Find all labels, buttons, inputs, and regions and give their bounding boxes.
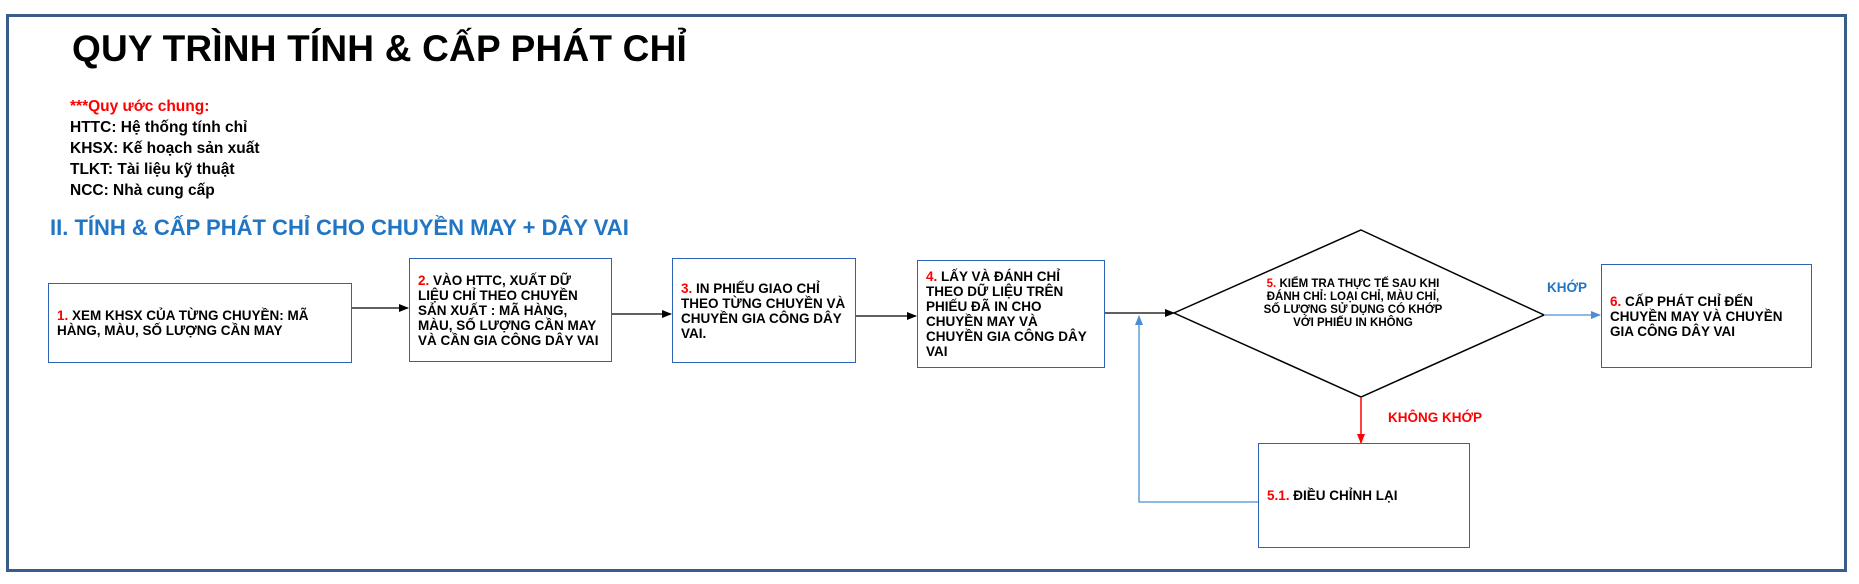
legend-item: NCC: Nhà cung cấp bbox=[70, 182, 215, 199]
section-title: II. TÍNH & CẤP PHÁT CHỈ CHO CHUYỀN MAY +… bbox=[50, 215, 629, 240]
legend-item: KHSX: Kế hoạch sản xuất bbox=[70, 140, 260, 157]
step-text: KIỂM TRA THỰC TẾ SAU KHI ĐÁNH CHỈ: LOẠI … bbox=[1263, 278, 1443, 329]
step-number: 1. bbox=[57, 308, 69, 323]
step-6-box: 6. CẤP PHÁT CHỈ ĐẾN CHUYỀN MAY VÀ CHUYỀN… bbox=[1601, 264, 1812, 368]
no-match-label: KHÔNG KHỚP bbox=[1388, 410, 1483, 425]
legend-item: TLKT: Tài liệu kỹ thuật bbox=[70, 161, 235, 178]
step-number: 3. bbox=[681, 280, 693, 296]
step-number: 5.1. bbox=[1267, 488, 1290, 503]
step-5-1-box: 5.1. ĐIỀU CHỈNH LẠI bbox=[1258, 443, 1470, 548]
step-2-box: 2. VÀO HTTC, XUẤT DỮ LIỆU CHỈ THEO CHUYỀ… bbox=[409, 258, 612, 362]
step-text: CẤP PHÁT CHỈ ĐẾN CHUYỀN MAY VÀ CHUYỀN GI… bbox=[1610, 293, 1783, 339]
legend-heading: ***Quy ước chung: bbox=[70, 98, 210, 115]
step-text: XEM KHSX CỦA TỪNG CHUYỀN: MÃ HÀNG, MÀU, … bbox=[57, 308, 309, 338]
diagram-frame bbox=[6, 14, 1847, 572]
step-4-box: 4. LẤY VÀ ĐÁNH CHỈ THEO DỮ LIỆU TRÊN PHI… bbox=[917, 260, 1105, 368]
legend: ***Quy ước chung: HTTC: Hệ thống tính ch… bbox=[70, 96, 260, 201]
decision-text: 5. KIỂM TRA THỰC TẾ SAU KHI ĐÁNH CHỈ: LO… bbox=[1258, 278, 1448, 330]
arrow-51-back bbox=[1135, 315, 1258, 503]
step-3-box: 3. IN PHIẾU GIAO CHỈ THEO TỪNG CHUYỀN VÀ… bbox=[672, 258, 856, 363]
step-number: 2. bbox=[418, 272, 430, 288]
page-title: QUY TRÌNH TÍNH & CẤP PHÁT CHỈ bbox=[72, 28, 687, 69]
step-text: IN PHIẾU GIAO CHỈ THEO TỪNG CHUYỀN VÀ CH… bbox=[681, 280, 846, 341]
step-text: VÀO HTTC, XUẤT DỮ LIỆU CHỈ THEO CHUYỀN S… bbox=[418, 272, 599, 348]
step-number: 5. bbox=[1266, 278, 1277, 290]
match-label: KHỚP bbox=[1547, 280, 1588, 295]
legend-item: HTTC: Hệ thống tính chỉ bbox=[70, 119, 248, 136]
step-text: LẤY VÀ ĐÁNH CHỈ THEO DỮ LIỆU TRÊN PHIẾU … bbox=[926, 269, 1087, 359]
step-number: 6. bbox=[1610, 293, 1622, 309]
step-number: 4. bbox=[926, 269, 938, 284]
step-text: ĐIỀU CHỈNH LẠI bbox=[1289, 488, 1398, 503]
step-1-box: 1. XEM KHSX CỦA TỪNG CHUYỀN: MÃ HÀNG, MÀ… bbox=[48, 283, 352, 363]
